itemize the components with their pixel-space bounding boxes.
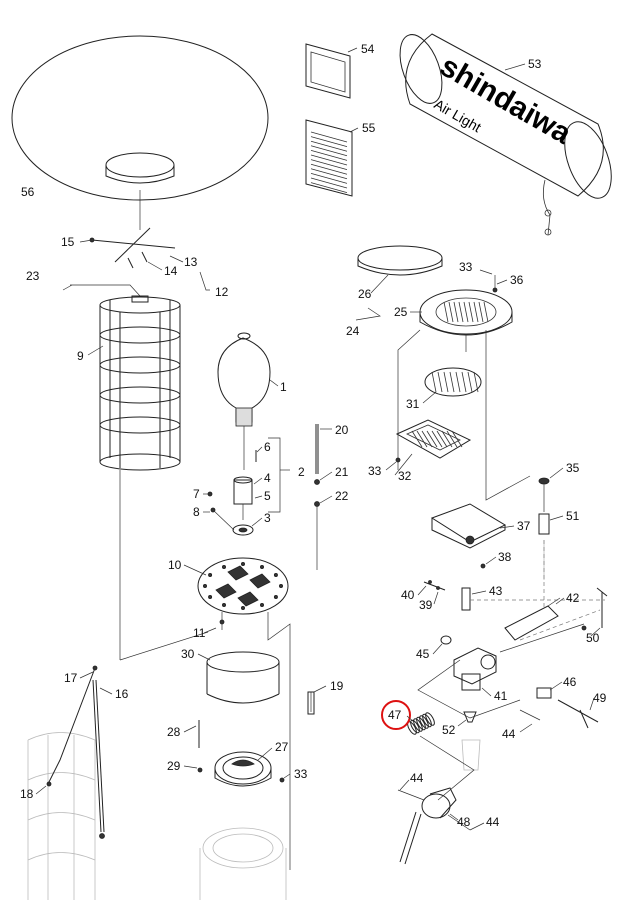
callout-11: 11 [193, 626, 206, 640]
part-37-bracket [430, 503, 507, 569]
callout-24: 24 [346, 324, 360, 338]
part-46-49-handle [519, 687, 599, 729]
callout-5: 5 [264, 489, 271, 503]
callout-29: 29 [167, 759, 181, 773]
callout-18: 18 [20, 787, 34, 801]
callout-32: 32 [398, 469, 412, 483]
callout-2: 2 [298, 465, 305, 479]
callout-35: 35 [566, 461, 580, 475]
part-35-51-valve [538, 477, 550, 610]
callout-13: 13 [184, 255, 198, 269]
part-4-socket [233, 450, 257, 520]
callout-40: 40 [401, 588, 415, 602]
callout-12: 12 [215, 285, 229, 299]
callout-37: 37 [517, 519, 531, 533]
part-40-39-43-pins [423, 580, 605, 641]
part-26-band [357, 245, 443, 276]
callout-4: 4 [264, 471, 271, 485]
callout-14: 14 [164, 264, 178, 278]
callout-41: 41 [494, 689, 508, 703]
callout-20: 20 [335, 423, 349, 437]
callout-9: 9 [77, 349, 84, 363]
part-9-wire-cage [62, 284, 181, 471]
part-48-crank [397, 735, 475, 865]
part-55-vent-plate [305, 119, 353, 197]
part-25-top-cover [397, 275, 531, 501]
callout-53: 53 [528, 57, 542, 71]
callout-49: 49 [593, 691, 607, 705]
callout-47: 47 [388, 708, 402, 722]
callout-30: 30 [181, 647, 195, 661]
callout-50: 50 [586, 631, 600, 645]
part-31-grille-disc [424, 367, 482, 397]
part-10-base-plate [197, 557, 289, 630]
part-20-threaded-rod [314, 424, 320, 570]
callout-25: 25 [394, 305, 408, 319]
bracket-lines-2 [268, 437, 290, 513]
callout-33-lower: 33 [294, 767, 308, 781]
callout-44-right: 44 [502, 727, 516, 741]
callout-38: 38 [498, 550, 512, 564]
highlight-circle [381, 700, 411, 730]
callout-33-top: 33 [459, 260, 473, 274]
callout-1: 1 [280, 380, 287, 394]
part-27-fan-housing [197, 720, 285, 787]
callout-21: 21 [335, 465, 349, 479]
part-53-carry-bag: shindaiwa Air Light [399, 33, 612, 236]
part-1-lamp-bulb [217, 332, 271, 470]
ghost-base-assembly [199, 827, 287, 900]
part-3-bearing [207, 491, 254, 536]
callout-36: 36 [510, 273, 524, 287]
callout-44-mid: 44 [410, 771, 424, 785]
callout-19: 19 [330, 679, 344, 693]
callout-48: 48 [457, 815, 471, 829]
callout-44-lower: 44 [486, 815, 500, 829]
callout-28: 28 [167, 725, 181, 739]
callout-22: 22 [335, 489, 349, 503]
callout-17: 17 [64, 671, 78, 685]
part-41-valve-body [417, 623, 585, 719]
callout-leaders [35, 47, 601, 831]
part-56-diffuser-shade [11, 35, 269, 230]
ghost-cage-left [27, 732, 96, 900]
callout-33-mid: 33 [368, 464, 382, 478]
callout-52: 52 [442, 723, 456, 737]
part-50-t-handle [581, 587, 608, 631]
part-42-tube [504, 597, 561, 641]
leader-lines-center [119, 470, 315, 870]
callout-8: 8 [193, 505, 200, 519]
callout-labels: 56 54 55 53 15 13 14 12 23 9 1 20 6 4 2 … [20, 42, 607, 829]
callout-3: 3 [264, 511, 271, 525]
callout-46: 46 [563, 675, 577, 689]
part-16-17-rod-cable [46, 665, 105, 839]
callout-23: 23 [26, 269, 40, 283]
callout-16: 16 [115, 687, 129, 701]
part-30-ring-shroud [206, 651, 280, 704]
callout-7: 7 [193, 487, 200, 501]
callout-51: 51 [566, 509, 580, 523]
callout-45: 45 [416, 647, 430, 661]
callout-39: 39 [419, 598, 433, 612]
callout-26: 26 [358, 287, 372, 301]
callout-15: 15 [61, 235, 75, 249]
bag-brand-text: shindaiwa [435, 49, 577, 150]
callout-43: 43 [489, 584, 503, 598]
callout-10: 10 [168, 558, 182, 572]
callout-55: 55 [362, 121, 376, 135]
part-32-filter-screen [395, 419, 472, 463]
part-54-label-plate [305, 43, 351, 99]
part-13-14-15-cross-bracket [89, 227, 176, 269]
part-47-spring [407, 712, 435, 735]
callout-42: 42 [566, 591, 580, 605]
callout-54: 54 [361, 42, 375, 56]
callout-6: 6 [264, 440, 271, 454]
callout-56: 56 [21, 185, 35, 199]
callout-27: 27 [275, 740, 289, 754]
callout-31: 31 [406, 397, 420, 411]
part-52-nozzle [461, 711, 481, 771]
